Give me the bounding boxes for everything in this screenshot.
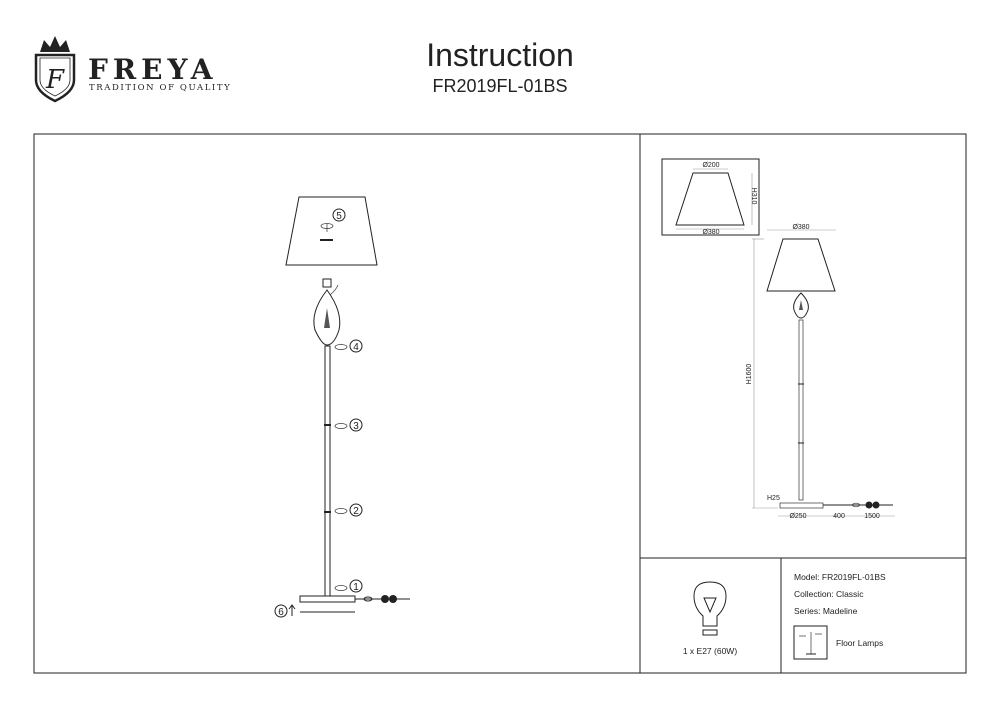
shade-height: H310 <box>750 188 757 205</box>
lamp-stem <box>324 345 331 597</box>
shade-bottom-diameter: Ø380 <box>702 229 719 236</box>
lamp-dimension-drawing: Ø380 H1600 H25 Ø250 400 1500 <box>746 224 895 520</box>
step-marker-2: 2 <box>334 503 363 517</box>
bulb-spec: 1 x E27 (60W) <box>683 646 737 656</box>
svg-text:5: 5 <box>336 211 342 222</box>
step-marker-5: 5 <box>332 208 346 222</box>
svg-text:6: 6 <box>278 607 284 618</box>
brand-name: FREYA <box>88 53 217 86</box>
assembly-diagram <box>285 196 410 616</box>
page-title: Instruction <box>426 37 574 73</box>
cord-switch-distance: 400 <box>833 513 845 520</box>
model-code: FR2019FL-01BS <box>432 76 567 96</box>
outer-frame <box>33 133 967 674</box>
step-marker-3: 3 <box>334 418 363 432</box>
brand-tagline: TRADITION OF QUALITY <box>89 83 231 93</box>
light-bulb-icon <box>693 581 727 636</box>
logo-monogram: F <box>45 65 65 95</box>
lamp-shade <box>285 196 378 266</box>
info-model: Model: FR2019FL-01BS <box>794 572 886 582</box>
step-marker-4: 4 <box>334 339 363 353</box>
info-collection: Collection: Classic <box>794 589 864 599</box>
svg-text:4: 4 <box>353 342 359 353</box>
step-marker-1: 1 <box>334 579 363 593</box>
lamp-width: Ø380 <box>792 224 809 231</box>
base-diameter: Ø250 <box>789 513 806 520</box>
total-height: H1600 <box>746 364 753 385</box>
svg-text:3: 3 <box>353 421 359 432</box>
base-height: H25 <box>767 495 780 502</box>
step-marker-6: 6 <box>274 604 288 618</box>
shade-top-diameter: Ø200 <box>702 162 719 169</box>
decorative-loop <box>313 289 341 346</box>
cord-length: 1500 <box>864 513 880 520</box>
svg-text:2: 2 <box>353 506 359 517</box>
svg-text:1: 1 <box>353 582 359 593</box>
shade-dimension-box: Ø200 Ø380 H310 <box>661 158 760 236</box>
info-category: Floor Lamps <box>836 638 883 648</box>
bulb-socket <box>322 278 332 288</box>
crown-crest-icon: F <box>34 36 76 103</box>
lamp-base <box>299 595 356 603</box>
freya-logo: F FREYA TRADITION OF QUALITY <box>34 36 231 103</box>
floor-lamp-icon <box>793 625 828 660</box>
step-markers: 1 2 3 4 5 6 <box>274 208 363 618</box>
info-series: Series: Madeline <box>794 606 858 616</box>
